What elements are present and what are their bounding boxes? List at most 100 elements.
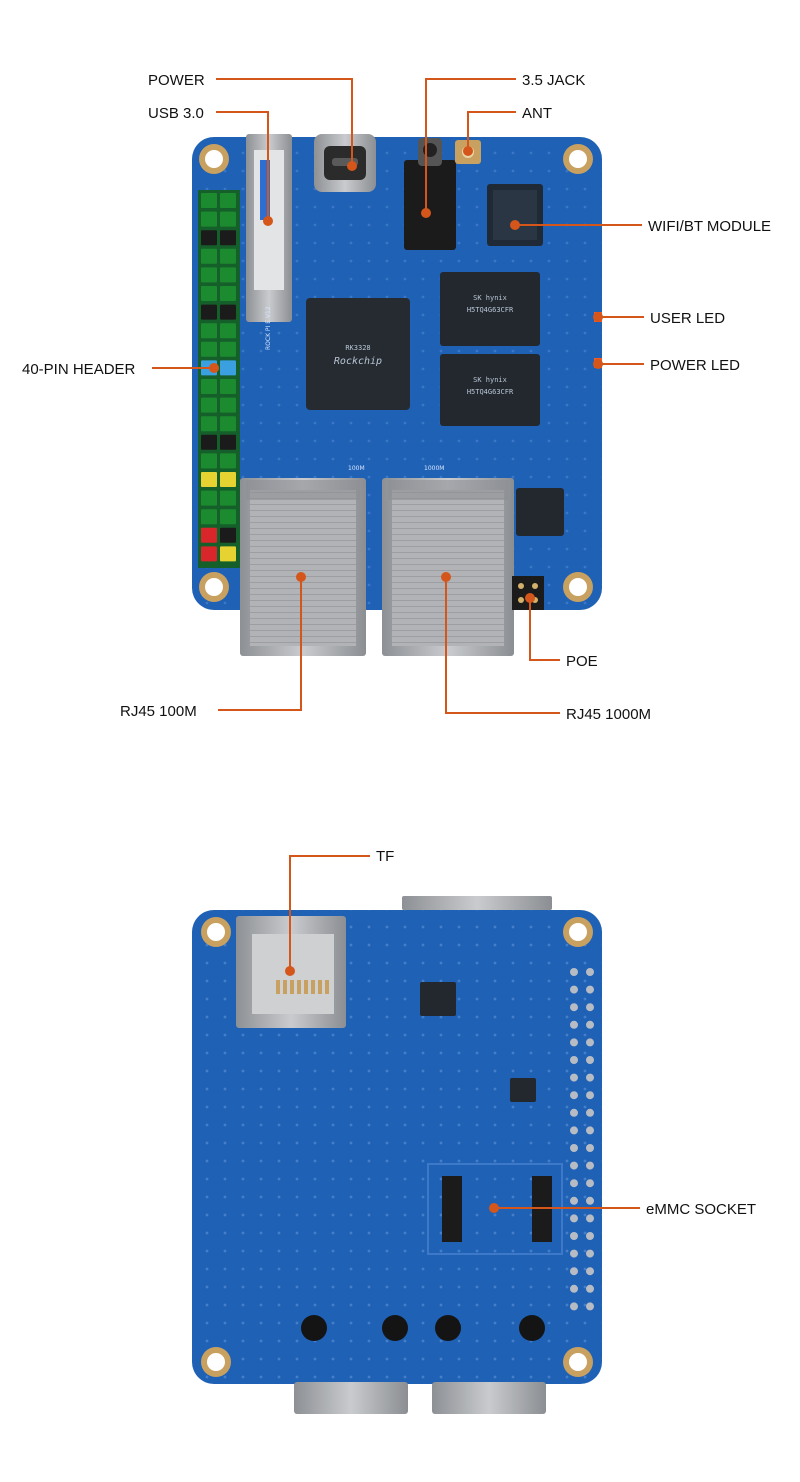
back-header-pin bbox=[570, 1144, 578, 1152]
callout-line-poe bbox=[529, 598, 560, 661]
rj45-100m-port bbox=[240, 478, 366, 656]
gpio-pin bbox=[201, 453, 217, 469]
back-header-pin bbox=[570, 1003, 578, 1012]
gpio-pin bbox=[220, 193, 236, 208]
gpio-pin bbox=[201, 472, 217, 487]
back-header-pin bbox=[586, 1267, 594, 1276]
poe-header bbox=[512, 576, 544, 610]
callout-label-header40: 40-PIN HEADER bbox=[22, 361, 136, 378]
gpio-pin bbox=[220, 379, 236, 394]
back-header-pin bbox=[570, 968, 578, 976]
gpio-pin bbox=[201, 546, 217, 562]
soc-marking-model: RK3328 bbox=[345, 344, 370, 352]
callout-label-tf: TF bbox=[376, 848, 394, 865]
back-header-pins bbox=[570, 968, 594, 1311]
gpio-pin bbox=[201, 397, 217, 413]
callout-line-jack35 bbox=[425, 78, 516, 213]
callout-label-rj45_100: RJ45 100M bbox=[120, 703, 197, 720]
back-header-pin bbox=[570, 1056, 578, 1064]
back-header-pin bbox=[586, 1073, 594, 1082]
back-round-pads bbox=[301, 1315, 545, 1341]
gpio-pin bbox=[201, 193, 217, 208]
back-header-pin bbox=[570, 1267, 578, 1276]
gpio-pin bbox=[201, 379, 217, 394]
back-header-pin bbox=[570, 1108, 578, 1117]
back-header-pin bbox=[586, 1214, 594, 1223]
back-header-pin bbox=[570, 1020, 578, 1029]
back-bottom-ports bbox=[294, 896, 552, 1414]
gpio-pin bbox=[220, 397, 236, 413]
callout-dot-tf bbox=[285, 966, 295, 976]
ram1-marking-part: H5TQ4G63CFR bbox=[467, 306, 514, 314]
gpio-pin bbox=[220, 341, 236, 357]
back-pcb-vias bbox=[192, 910, 602, 1384]
callout-label-power: POWER bbox=[148, 72, 205, 89]
gpio-pin bbox=[220, 248, 236, 264]
ram1-marking-brand: SK hynix bbox=[473, 294, 507, 302]
gpio-header bbox=[198, 190, 240, 568]
wifi-bt-module bbox=[487, 184, 543, 246]
back-header-pin bbox=[586, 1179, 594, 1188]
ram2-marking-brand: SK hynix bbox=[473, 376, 507, 384]
callout-label-powerled: POWER LED bbox=[650, 357, 740, 374]
gpio-pin bbox=[201, 434, 217, 450]
callout-label-emmc: eMMC SOCKET bbox=[646, 1201, 756, 1218]
gpio-pin bbox=[220, 230, 236, 246]
gpio-pin bbox=[220, 527, 236, 543]
ram-chip-1: SK hynix H5TQ4G63CFR bbox=[440, 272, 540, 346]
callout-label-userled: USER LED bbox=[650, 310, 725, 327]
back-header-pin bbox=[586, 1091, 594, 1100]
callout-line-ant bbox=[467, 111, 516, 151]
board-name-silk: ROCK PI E V12 bbox=[265, 306, 272, 350]
gpio-pin bbox=[220, 453, 236, 469]
back-header-pin bbox=[586, 1126, 594, 1135]
back-header-pin bbox=[570, 985, 578, 994]
gpio-pin bbox=[220, 323, 236, 339]
back-header-pin bbox=[570, 1038, 578, 1047]
gpio-pin bbox=[220, 472, 236, 487]
back-header-pin bbox=[570, 1232, 578, 1240]
eth100-silk: 100M bbox=[348, 465, 365, 472]
callout-dot-jack35 bbox=[421, 208, 431, 218]
back-header-pin bbox=[570, 1284, 578, 1293]
gpio-pin bbox=[220, 267, 236, 283]
callout-dot-userled bbox=[593, 312, 603, 322]
gpio-pin bbox=[201, 490, 217, 506]
gpio-pin bbox=[201, 286, 217, 301]
callout-dot-rj45_1000 bbox=[441, 572, 451, 582]
back-header-pin bbox=[586, 1302, 594, 1311]
audio-jack bbox=[404, 138, 456, 250]
gpio-pin bbox=[201, 509, 217, 525]
back-header-pin bbox=[586, 1020, 594, 1029]
back-board bbox=[192, 896, 602, 1414]
back-header-pin bbox=[586, 1056, 594, 1064]
back-header-pin bbox=[570, 1196, 578, 1205]
callout-label-jack35: 3.5 JACK bbox=[522, 72, 585, 89]
callout-label-usb30: USB 3.0 bbox=[148, 105, 204, 122]
back-header-pin bbox=[570, 1073, 578, 1082]
back-header-pin bbox=[586, 985, 594, 994]
back-mounting-holes bbox=[201, 917, 593, 1377]
back-header-pin bbox=[586, 1038, 594, 1047]
power-usbc-port bbox=[314, 134, 376, 192]
callout-dot-wifi bbox=[510, 220, 520, 230]
callout-dot-powerled bbox=[593, 359, 603, 369]
back-header-pin bbox=[586, 1249, 594, 1258]
gpio-pin bbox=[201, 416, 217, 432]
callout-dot-rj45_100 bbox=[296, 572, 306, 582]
back-header-pin bbox=[570, 1179, 578, 1188]
back-header-pin bbox=[586, 1232, 594, 1240]
back-header-pin bbox=[586, 1003, 594, 1012]
back-chip bbox=[420, 982, 456, 1016]
gpio-pin bbox=[201, 341, 217, 357]
back-header-pin bbox=[570, 1091, 578, 1100]
back-header-pin bbox=[586, 1144, 594, 1152]
callout-label-poe: POE bbox=[566, 653, 598, 670]
gpio-pin bbox=[220, 304, 236, 320]
gpio-pin bbox=[201, 267, 217, 283]
callout-line-rj45_1000 bbox=[445, 577, 560, 714]
callout-label-rj45_1000: RJ45 1000M bbox=[566, 706, 651, 723]
back-header-pin bbox=[586, 1108, 594, 1117]
back-header-pin bbox=[586, 1196, 594, 1205]
